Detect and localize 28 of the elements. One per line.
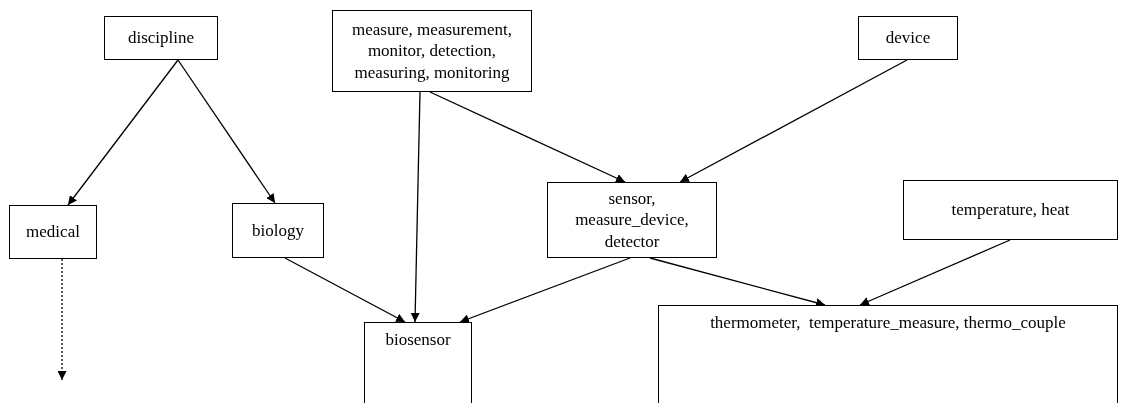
concept-label: thermometer, temperature_measure, thermo_couple: [710, 312, 1066, 334]
arrow: [67, 59, 179, 206]
arrow: [429, 91, 626, 183]
concept-label: device: [885, 27, 931, 49]
concept-label: sensor, measure_device, detector: [574, 188, 690, 252]
concept-label: temperature, heat: [951, 199, 1070, 221]
concept-label: biology: [252, 219, 304, 242]
arrow: [284, 257, 406, 323]
concept-box: [9, 205, 97, 259]
concept-label: discipline: [127, 27, 195, 49]
concept-box: [658, 305, 1118, 403]
arrow: [459, 257, 631, 324]
arrow: [177, 59, 276, 204]
arrow: [859, 239, 1011, 306]
concept-box: [858, 16, 958, 60]
concept-box: [104, 16, 218, 60]
concept-label: medical: [26, 221, 80, 243]
arrow: [679, 59, 908, 183]
concept-box: [332, 10, 532, 92]
concept-box: [547, 182, 717, 258]
concept-box: [232, 203, 324, 258]
arrow: [57, 258, 67, 381]
arrow: [410, 91, 421, 323]
concept-label: measure, measurement, monitor, detection, measuring, monitoring: [351, 19, 513, 83]
concept-box: [903, 180, 1118, 240]
concept-label: biosensor: [385, 329, 451, 351]
concept-box: [364, 322, 472, 403]
arrow: [649, 257, 826, 307]
